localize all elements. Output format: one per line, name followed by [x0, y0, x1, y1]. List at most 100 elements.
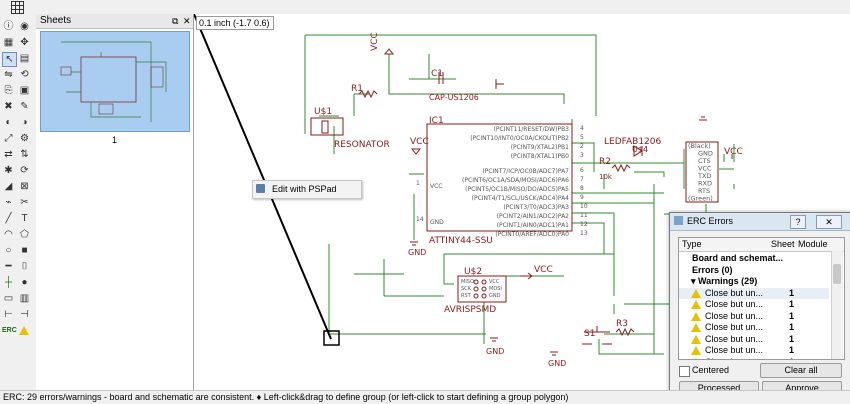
miter-icon[interactable]: ◢	[4, 181, 13, 192]
delete-icon[interactable]: ✖	[4, 101, 13, 112]
gnd-label-switch: GND	[548, 359, 566, 368]
ic1-pin-number: 6	[580, 167, 584, 174]
erc-warning-row[interactable]: Close but un...1	[679, 299, 829, 310]
schematic-canvas[interactable]: VCC VCC VCC VCC GND GND GND R1 U$1 RESON…	[193, 13, 850, 390]
vcc-label-left: VCC	[410, 137, 429, 147]
ic1-body	[426, 123, 573, 232]
ftdi-pin-label: RXD	[698, 180, 712, 188]
warning-icon	[691, 357, 701, 359]
centered-checkbox[interactable]	[679, 366, 690, 377]
group-icon[interactable]: ▤	[19, 53, 30, 64]
erc-warning-row[interactable]: Close but un...1	[679, 357, 829, 359]
erc-group-row[interactable]: ▾ Warnings (29)	[679, 276, 829, 287]
replace-icon[interactable]: ⟳	[20, 165, 29, 176]
help-button[interactable]: ?	[790, 215, 806, 229]
eye-icon[interactable]: ◉	[20, 21, 29, 32]
schematic-drawing[interactable]: VCC VCC VCC VCC GND GND GND R1 U$1 RESON…	[193, 13, 850, 390]
frame-icon[interactable]: ⌷	[21, 261, 28, 272]
sheet-thumbnail[interactable]	[40, 31, 190, 132]
erc-tree[interactable]: Type Sheet Module Board and schemat...Er…	[678, 237, 845, 360]
erc-warning-row[interactable]: Close but un... 1	[679, 322, 829, 333]
smash-icon[interactable]: ⊠	[20, 181, 29, 192]
ic1-pin-name: (PCINT4/T1/SCL/USCK/ADC4)PA4	[472, 195, 570, 202]
move-icon[interactable]: ✥	[20, 37, 29, 48]
value-icon[interactable]: ◑	[21, 117, 28, 128]
label-icon[interactable]: ▭	[3, 293, 14, 304]
split-icon[interactable]: ⤢	[4, 133, 13, 144]
junction-icon[interactable]: ●	[21, 277, 28, 288]
scroll-thumb[interactable]	[833, 264, 841, 284]
erc-row-text: Close but un...	[705, 322, 764, 332]
avr-pin-label: GND	[489, 293, 501, 299]
ic1-left-pin-number: 1	[416, 180, 420, 187]
erc-warning-row[interactable]: Close but un...1	[679, 311, 829, 322]
sheet-thumbnail-preview	[60, 41, 167, 122]
line-icon[interactable]: ╱	[5, 213, 12, 224]
erc-warning-row[interactable]: Close but un... 1	[679, 334, 829, 345]
erc-group-row[interactable]: Errors (0)	[679, 265, 829, 276]
erc-icon[interactable]: ERC	[2, 327, 17, 334]
paste-icon[interactable]: ▣	[19, 85, 30, 96]
u1-label: U$1	[314, 107, 332, 117]
close-icon[interactable]: ✕	[816, 215, 842, 229]
bus-icon[interactable]: ━	[5, 261, 12, 272]
erc-row-text: Close but un...	[705, 333, 764, 344]
cut-icon[interactable]: ✂	[20, 197, 29, 208]
ic1-pin-name: (PCINT1/AIN0/ADC1)PA1	[497, 222, 570, 229]
net-icon[interactable]: ┼	[4, 277, 13, 288]
pinswap-icon[interactable]: ⇅	[20, 149, 29, 160]
erc-warning-row[interactable]: Close but un...1	[679, 345, 829, 356]
rotate-icon[interactable]: ⟲	[20, 69, 29, 80]
col-sheet[interactable]: Sheet	[771, 239, 795, 249]
change-icon[interactable]: ✱	[4, 165, 13, 176]
col-module[interactable]: Module	[798, 239, 828, 249]
ic1-pin-number: 2	[580, 143, 584, 150]
gnd-label-avr: GND	[486, 347, 504, 356]
tool-palette: ⓘ ◉ ▦ ✥ ↖ ▤ ⇋ ⟲ ⎘ ▣ ✖ ✎ ◐ ◑ ⤢ ⚙ ⇄ ⇅ ✱ ⟳ …	[0, 14, 37, 390]
attribute-icon[interactable]: ▥	[19, 293, 30, 304]
pin-icon[interactable]: ⊣	[20, 309, 29, 320]
ftdi-pin-label: (Black)	[688, 142, 711, 150]
wrench-icon[interactable]: ✎	[20, 101, 29, 112]
warning-icon	[691, 288, 701, 298]
erc-warning-row[interactable]: Close but un...1	[679, 287, 829, 299]
erc-scrollbar[interactable]	[831, 251, 843, 359]
undock-icon[interactable]: ⧉	[172, 16, 179, 26]
erc-title-bar: ERC Errors ? ✕	[670, 213, 850, 231]
mirror-icon[interactable]: ⇋	[4, 69, 13, 80]
ic1-pin-name: (PCINT0/AREF/ADC0)PA0	[495, 231, 569, 238]
erc-row-sheet: 1	[789, 333, 795, 344]
ftdi-pin-label: TXD	[697, 172, 711, 180]
erc-row-sheet: 1	[789, 322, 795, 332]
grid-icon[interactable]	[11, 1, 24, 14]
warning-icon[interactable]	[18, 324, 31, 337]
text-icon[interactable]: T	[21, 213, 28, 224]
menu-item-edit-pspad[interactable]: Edit with PSPad	[272, 184, 337, 194]
ftdi-pin-label: VCC	[698, 165, 712, 173]
top-toolbar	[0, 0, 850, 15]
ic1-label: IC1	[429, 116, 444, 126]
ftdi-pin-label: (Green)	[688, 195, 713, 203]
clear-all-button[interactable]: Clear all	[760, 363, 842, 378]
copy-icon[interactable]: ⎘	[4, 85, 13, 96]
info-icon[interactable]: ⓘ	[3, 21, 14, 32]
name-icon[interactable]: ◐	[5, 117, 12, 128]
layers-icon[interactable]: ▦	[3, 37, 14, 48]
ic1-pin-name: (PCINT3/T0/ADC3)PA3	[503, 204, 569, 211]
polygon-icon[interactable]: ⬠	[20, 229, 29, 240]
gateswap-icon[interactable]: ⇄	[4, 149, 13, 160]
warning-icon	[691, 334, 701, 344]
dimension-icon[interactable]: ⊢	[4, 309, 13, 320]
rect-icon[interactable]: ■	[21, 245, 28, 256]
optimize-icon[interactable]: ⌁	[5, 197, 12, 208]
close-icon[interactable]: ✕	[183, 16, 191, 26]
warning-icon	[691, 300, 701, 309]
select-icon[interactable]: ↖	[2, 52, 17, 67]
arc-icon[interactable]: ◠	[4, 229, 13, 240]
col-type[interactable]: Type	[682, 239, 702, 249]
invoke-icon[interactable]: ⚙	[20, 133, 29, 144]
led-label: LEDFAB1206	[604, 137, 661, 147]
circle-icon[interactable]: ○	[5, 245, 12, 256]
erc-dialog: ERC Errors ? ✕ Type Sheet Module Board a…	[669, 212, 850, 400]
erc-group-row[interactable]: Board and schemat...	[679, 253, 829, 264]
